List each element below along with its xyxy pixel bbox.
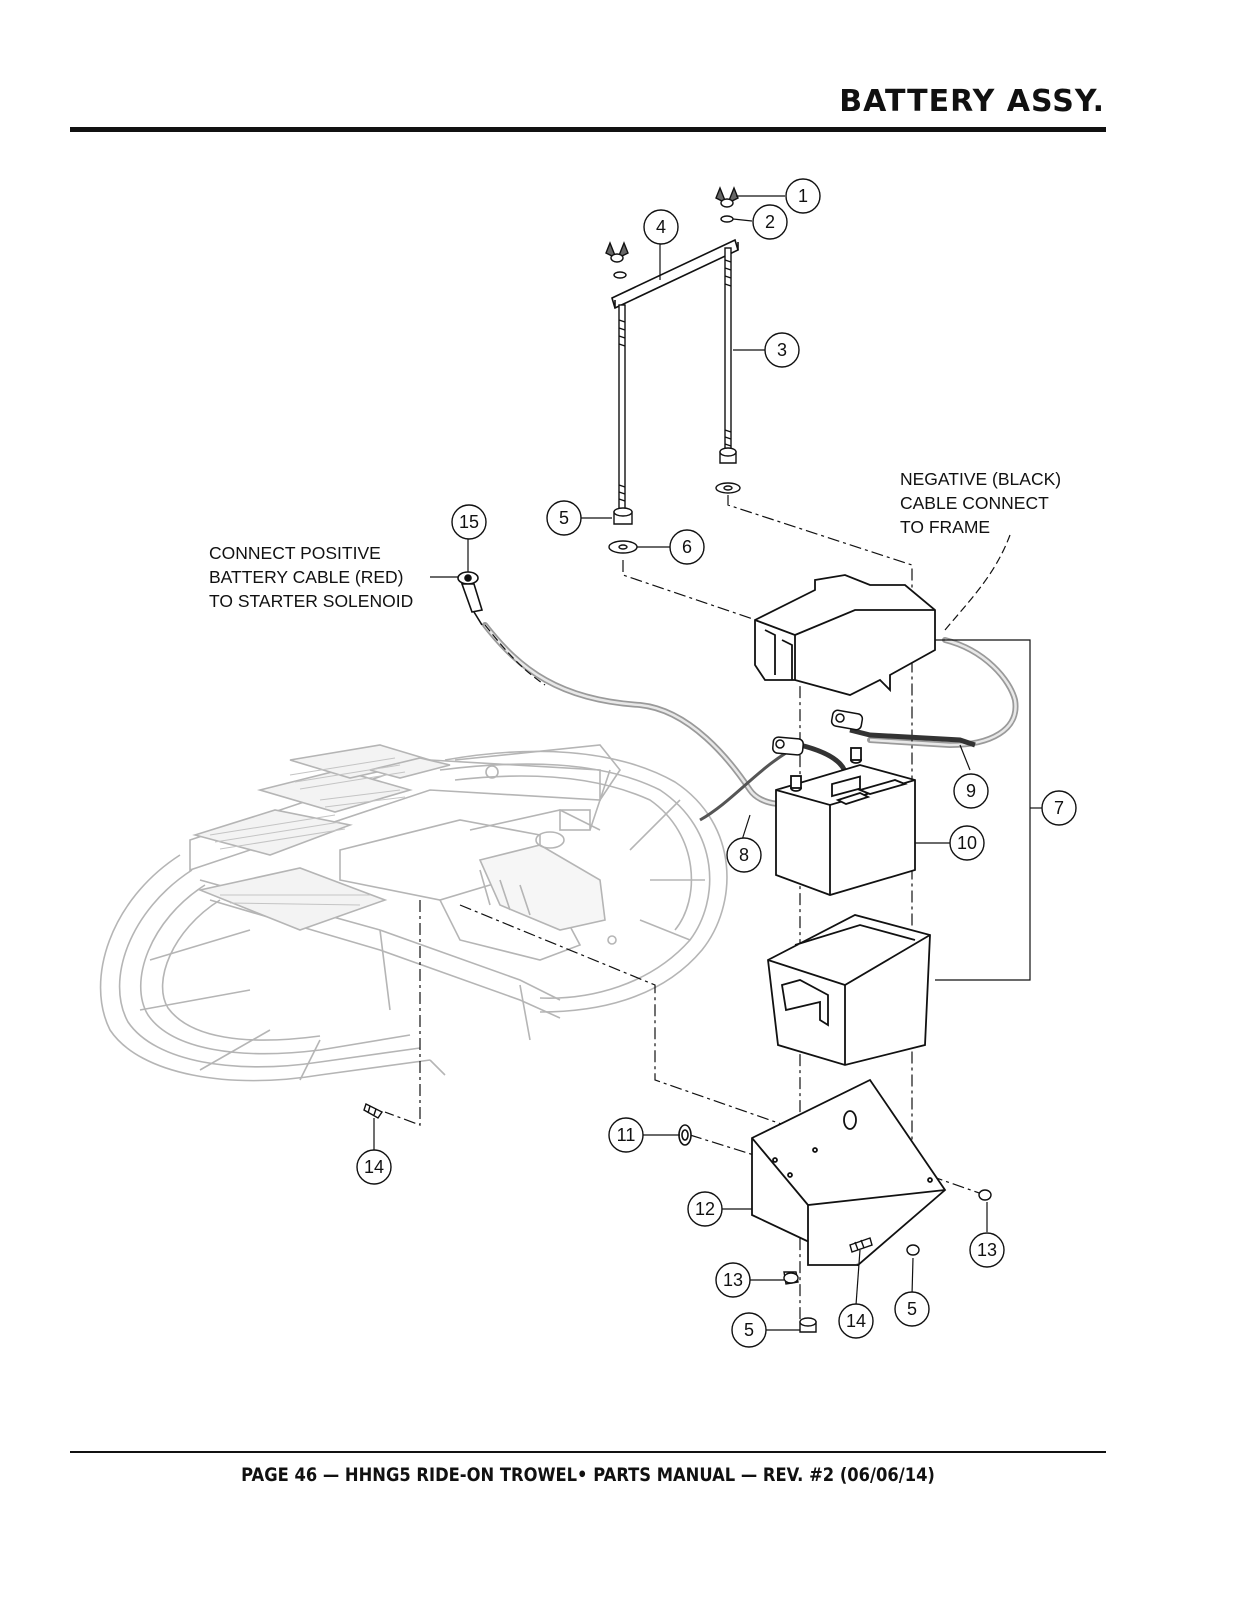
negative-note-line-3: TO FRAME: [900, 517, 990, 537]
callout-15: 15: [459, 512, 479, 532]
grommet: [678, 1124, 692, 1146]
callout-12: 12: [695, 1199, 715, 1219]
positive-note-line-1: CONNECT POSITIVE: [209, 543, 381, 563]
wing-nut-left: [605, 241, 629, 279]
header-divider: [70, 127, 1106, 132]
leader-lines: [373, 195, 1042, 1331]
page-footer: PAGE 46 — HHNG5 RIDE-ON TROWEL• PARTS MA…: [241, 1464, 935, 1486]
callout-circles: [356, 178, 1077, 1348]
positive-note-line-2: BATTERY CABLE (RED): [209, 567, 404, 587]
rod-nuts-washers: [608, 447, 741, 554]
footer-divider: [70, 1451, 1106, 1453]
callout-5-top: 5: [559, 508, 569, 528]
callout-5-right: 5: [907, 1299, 917, 1319]
page-title: BATTERY ASSY.: [839, 84, 1105, 119]
callout-5-bottom: 5: [744, 1320, 754, 1340]
callout-14-left: 14: [364, 1157, 384, 1177]
positive-cable-note: CONNECT POSITIVE BATTERY CABLE (RED) TO …: [209, 543, 413, 611]
callout-13-left: 13: [723, 1270, 743, 1290]
callout-14-center: 14: [846, 1311, 866, 1331]
trowel-frame: [99, 744, 728, 1082]
callout-2: 2: [765, 212, 775, 232]
negative-cable-note: NEGATIVE (BLACK) CABLE CONNECT TO FRAME: [900, 469, 1061, 537]
battery-cover: [754, 574, 936, 696]
negative-battery-cable: [830, 709, 976, 748]
callout-7: 7: [1054, 798, 1064, 818]
callout-10: 10: [957, 833, 977, 853]
callout-1: 1: [798, 186, 808, 206]
lower-fasteners: [363, 1103, 992, 1333]
hold-down-bar: [611, 238, 739, 310]
callout-9: 9: [966, 781, 976, 801]
callout-8: 8: [739, 845, 749, 865]
callout-13-right: 13: [977, 1240, 997, 1260]
negative-note-line-1: NEGATIVE (BLACK): [900, 469, 1061, 489]
wing-nut-right: [715, 186, 739, 223]
battery-box: [767, 914, 931, 1066]
callout-11: 11: [617, 1125, 636, 1145]
callout-6: 6: [682, 537, 692, 557]
callout-numbers: 1 2 3 4 5 6 7 8 9 10 11 12 13 13 14 14 5…: [364, 186, 1064, 1340]
positive-note-line-3: TO STARTER SOLENOID: [209, 591, 413, 611]
callout-4: 4: [656, 217, 666, 237]
negative-note-line-2: CABLE CONNECT: [900, 493, 1049, 513]
solenoid-terminal: [457, 571, 484, 626]
battery: [775, 747, 916, 896]
callout-3: 3: [777, 340, 787, 360]
mounting-bracket: [751, 1078, 947, 1267]
